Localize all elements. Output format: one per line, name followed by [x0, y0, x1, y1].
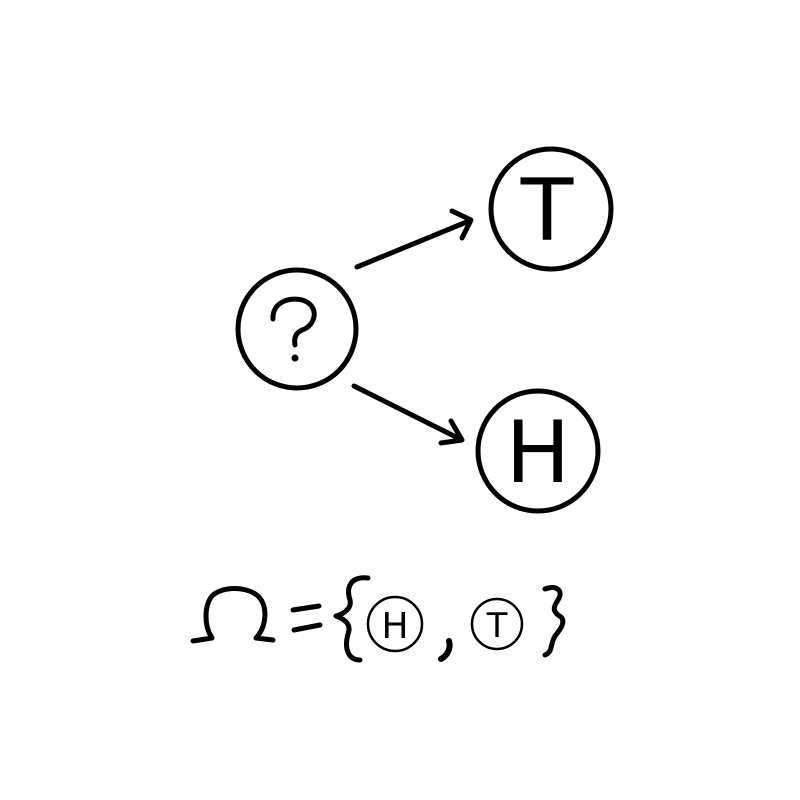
sample-space-notation: Ω = { H , T }	[190, 575, 566, 663]
omega-symbol	[190, 586, 276, 644]
question-mark-icon	[270, 296, 317, 348]
arrow-to-tails	[354, 208, 474, 270]
sample-element-tails: T	[470, 597, 524, 651]
equals-sign	[290, 603, 323, 633]
sample-element-tails-label: T	[486, 606, 508, 646]
outcome-node-heads: H	[475, 388, 601, 514]
sample-element-heads: H	[366, 595, 424, 653]
outcome-node-tails-label: T	[520, 161, 574, 261]
arrow-to-heads	[351, 383, 465, 446]
comma-separator	[438, 638, 453, 662]
outcome-node-heads-label: H	[506, 403, 571, 503]
sample-element-heads-label: H	[381, 606, 408, 647]
open-brace	[333, 575, 371, 663]
outcome-node-tails-circle	[488, 146, 614, 272]
sample-element-tails-circle	[470, 597, 524, 651]
outcome-node-heads-circle	[475, 388, 601, 514]
close-brace	[542, 585, 566, 658]
arrow-to-heads-shaft	[351, 383, 463, 442]
arrow-to-tails-shaft	[354, 218, 472, 270]
outcome-node-tails: T	[488, 146, 614, 272]
sample-element-heads-circle	[366, 595, 424, 653]
root-node-circle	[235, 267, 359, 391]
arrow-to-heads-head	[438, 418, 465, 446]
arrow-to-tails-head	[449, 208, 474, 241]
question-mark-dot	[291, 354, 299, 362]
root-node	[235, 267, 359, 391]
